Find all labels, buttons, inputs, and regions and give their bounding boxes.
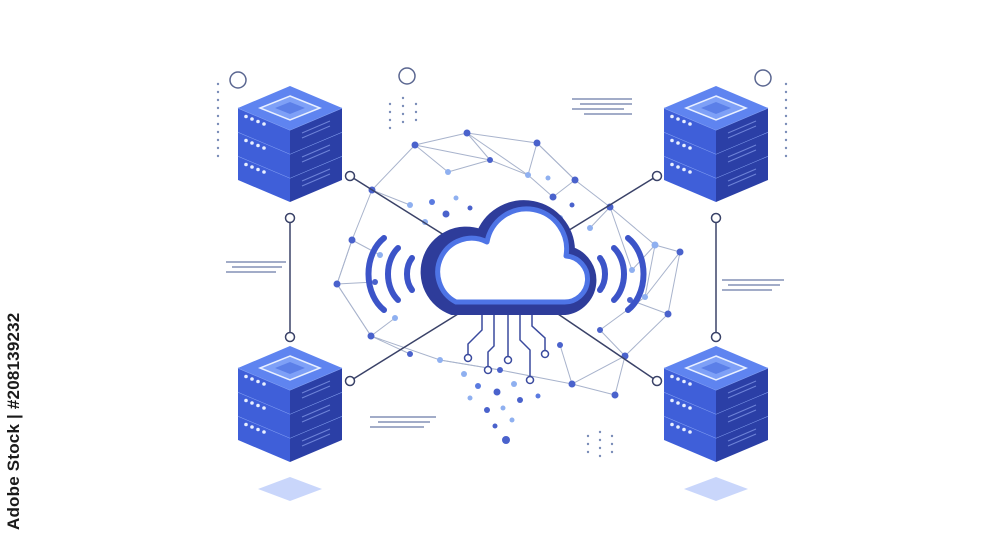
server-connectors [289, 175, 717, 382]
connector-endpoints [284, 170, 722, 387]
circuit-traces [467, 312, 546, 378]
server-rack-bottom-left [237, 345, 343, 463]
stock-image-id: Adobe Stock | #208139232 [4, 312, 23, 530]
wireless-signal-icon-right [597, 235, 647, 313]
server-shadows [258, 477, 748, 501]
wireless-signal-icon-left [365, 235, 415, 313]
server-rack-top-left [237, 85, 343, 203]
server-rack-bottom-right [663, 345, 769, 463]
circuit-dots [461, 349, 550, 444]
decor-rings [229, 67, 772, 89]
decor-dash-lines [226, 98, 784, 428]
decor-dot-columns [216, 82, 788, 458]
cloud-icon [420, 200, 597, 315]
server-rack-top-right [663, 85, 769, 203]
